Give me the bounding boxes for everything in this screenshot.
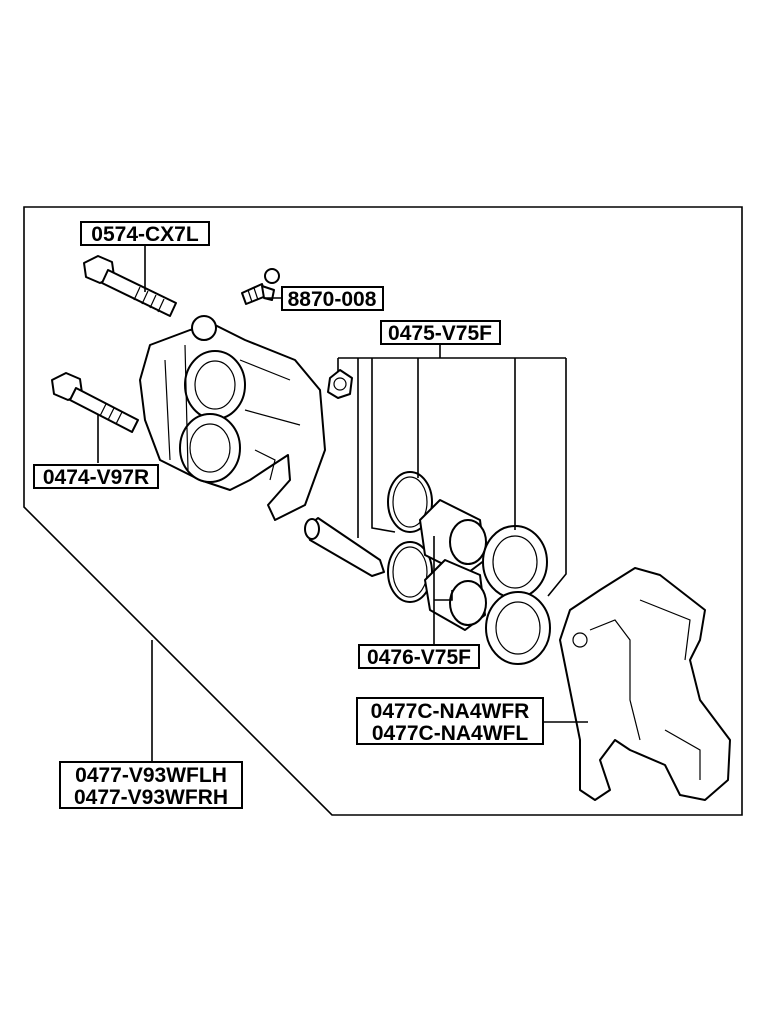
- leader-piston: [433, 536, 453, 644]
- label-bleeder: 8870-008: [281, 286, 384, 311]
- svg-text:0574-CX7L: 0574-CX7L: [91, 223, 199, 246]
- caliper-bracket: [559, 567, 731, 801]
- svg-text:0474-V97R: 0474-V97R: [43, 466, 149, 489]
- label-bolt-upper: 0574-CX7L: [80, 221, 210, 246]
- assembly-frame: [23, 206, 743, 816]
- pistons: [419, 499, 487, 631]
- label-seal-kit: 0475-V75F: [380, 320, 501, 345]
- upper-guide-bolt: [83, 255, 177, 317]
- svg-text:0477-V93WFRH: 0477-V93WFRH: [74, 786, 228, 809]
- label-assembly: 0477-V93WFLH 0477-V93WFRH: [59, 761, 243, 809]
- caliper-body: [139, 315, 326, 521]
- bleeder-screw: [241, 268, 280, 305]
- pin-boot: [327, 369, 353, 399]
- leader-seal-kit: [337, 344, 567, 597]
- dust-boots: [482, 525, 551, 665]
- seal-rings: [387, 471, 433, 603]
- label-piston: 0476-V75F: [358, 644, 480, 669]
- lower-guide-bolt: [51, 372, 139, 433]
- svg-text:0476-V75F: 0476-V75F: [367, 646, 471, 669]
- label-bolt-lower: 0474-V97R: [33, 464, 159, 489]
- label-bracket: 0477C-NA4WFR 0477C-NA4WFL: [356, 697, 544, 745]
- svg-text:0477-V93WFLH: 0477-V93WFLH: [75, 764, 227, 787]
- svg-text:8870-008: 8870-008: [288, 288, 377, 311]
- slide-pin: [304, 517, 385, 577]
- svg-text:0477C-NA4WFL: 0477C-NA4WFL: [372, 722, 529, 745]
- svg-text:0475-V75F: 0475-V75F: [388, 322, 492, 345]
- svg-text:0477C-NA4WFR: 0477C-NA4WFR: [371, 700, 530, 723]
